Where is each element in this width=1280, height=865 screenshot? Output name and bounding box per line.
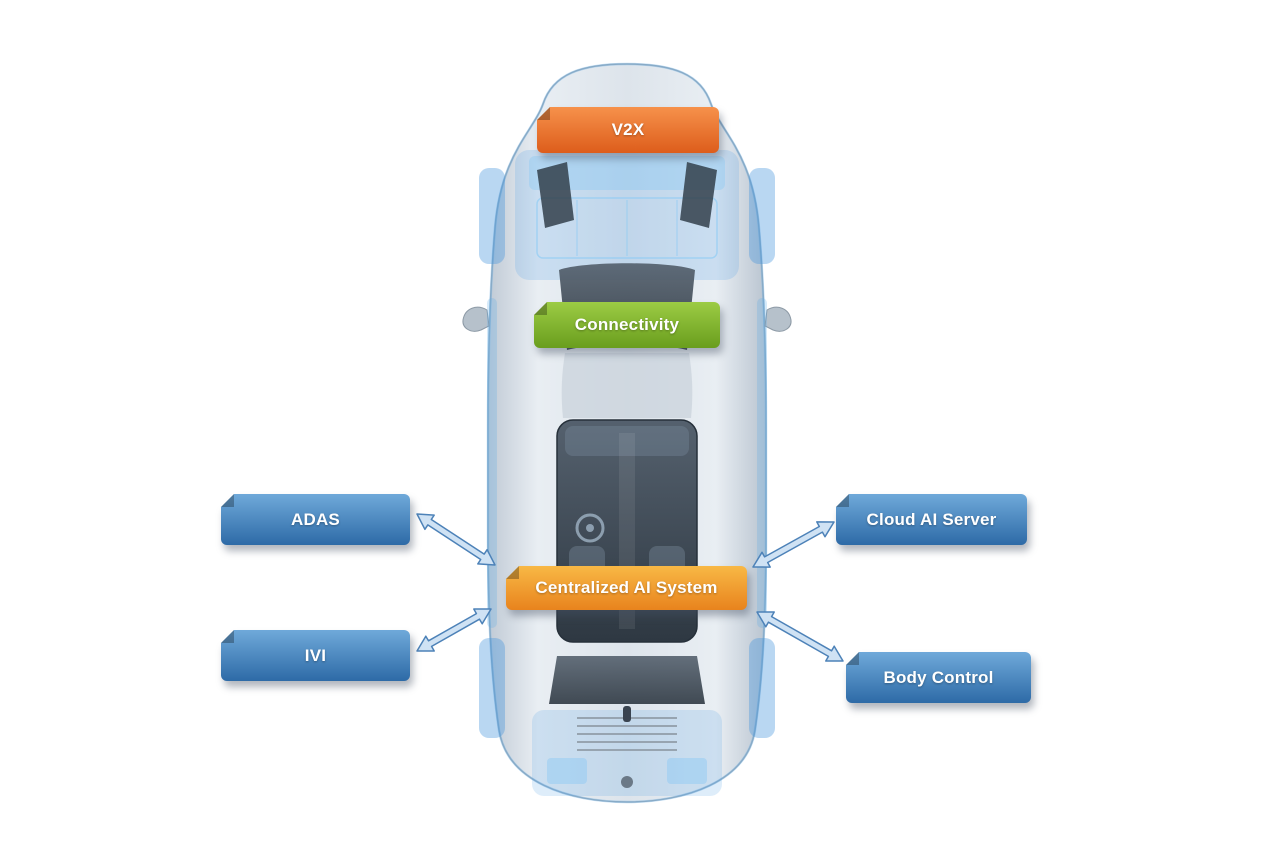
node-fold-corner — [221, 630, 234, 643]
node-cloud-ai-server-background — [836, 494, 1027, 545]
rear-badge — [621, 776, 633, 788]
rear-tech-glow — [532, 710, 722, 796]
node-connectivity-label: Connectivity — [574, 315, 680, 334]
node-connectivity-background — [534, 302, 720, 348]
front-vent-right — [680, 162, 717, 228]
car-body-glow-outline — [486, 62, 768, 804]
node-adas-background — [221, 494, 410, 545]
side-mirror-left — [462, 306, 490, 332]
node-v2x: V2X — [537, 107, 719, 153]
node-v2x-background — [537, 107, 719, 153]
node-ivi-background — [221, 630, 410, 681]
node-fold-corner — [537, 107, 550, 120]
node-centralized-ai-label: Centralized AI System — [535, 578, 718, 597]
steering-wheel — [575, 513, 605, 543]
node-adas-label: ADAS — [291, 509, 340, 529]
node-fold-corner — [534, 302, 547, 315]
side-mirror-right — [764, 306, 792, 332]
car-top-view-illustration — [462, 62, 792, 804]
cowl-panel — [561, 353, 693, 418]
node-ivi-label: IVI — [304, 645, 327, 665]
node-body-control-label: Body Control — [883, 667, 994, 687]
node-fold-corner — [221, 494, 234, 507]
node-adas: ADAS — [221, 494, 410, 545]
front-tech-glow — [515, 150, 739, 280]
node-body-control-background — [846, 652, 1031, 703]
node-fold-corner — [836, 494, 849, 507]
node-centralized-ai-system: Centralized AI System — [506, 566, 747, 610]
node-cloud-ai-server: Cloud AI Server — [836, 494, 1027, 545]
front-vent-left — [537, 162, 574, 228]
node-centralized-ai-background — [506, 566, 747, 610]
rear-window-glass — [549, 656, 705, 704]
node-v2x-label: V2X — [611, 120, 645, 139]
node-fold-corner — [506, 566, 519, 579]
node-fold-corner — [846, 652, 859, 665]
rear-handle — [623, 706, 631, 722]
node-ivi: IVI — [221, 630, 410, 681]
node-body-control: Body Control — [846, 652, 1031, 703]
node-connectivity: Connectivity — [534, 302, 720, 348]
node-cloud-ai-server-label: Cloud AI Server — [866, 509, 997, 529]
